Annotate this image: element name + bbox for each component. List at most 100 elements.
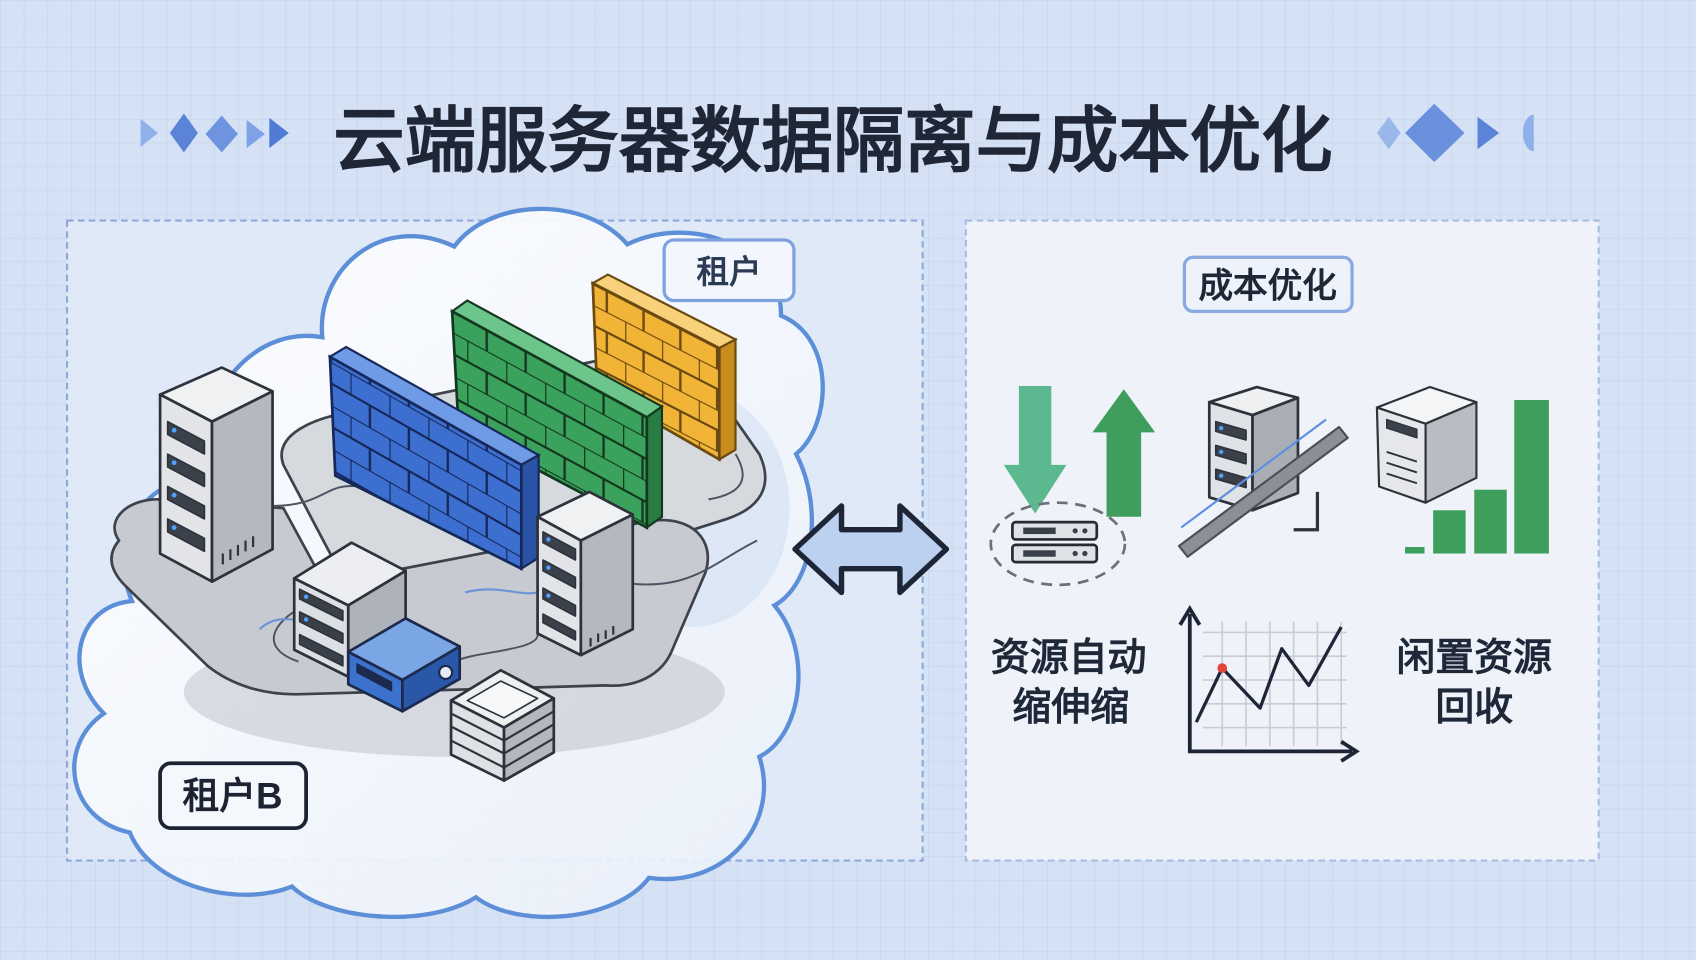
arrow-up-icon xyxy=(1092,389,1156,517)
drive-bay xyxy=(166,453,206,488)
drive-bay xyxy=(1214,444,1247,465)
server-tower-icon xyxy=(536,490,635,657)
diamond-icon xyxy=(1405,103,1465,163)
tenant-label-top: 租户 xyxy=(662,238,796,303)
reclaim-caption-line2: 回收 xyxy=(1435,686,1513,729)
status-led xyxy=(546,593,551,598)
bracket-icon xyxy=(1293,491,1320,532)
vent-slots xyxy=(221,536,255,565)
double-arrow-icon xyxy=(792,503,950,596)
wall-yellow-bricks xyxy=(592,283,720,460)
status-led xyxy=(1072,550,1078,557)
wall-green-end xyxy=(645,404,664,530)
drive-bay xyxy=(298,588,344,622)
tenant-label-bottom: 租户B xyxy=(158,761,308,831)
growth-bar xyxy=(1433,510,1466,554)
drive-bay xyxy=(1214,420,1247,441)
vent-slots xyxy=(589,625,615,647)
title-decoration-right xyxy=(1376,103,1534,163)
wall-blue-end xyxy=(520,453,540,571)
cable xyxy=(632,539,758,586)
chart-axis-arrow-y xyxy=(1178,604,1202,626)
growth-bar xyxy=(1514,400,1549,554)
wall-yellow-end xyxy=(718,337,737,462)
pen-icon xyxy=(1177,425,1349,558)
tenant-label-top-text: 租户 xyxy=(697,254,762,290)
line-chart-icon xyxy=(1178,604,1360,763)
scaling-boundary xyxy=(989,501,1127,587)
brick-wall-icon xyxy=(327,345,541,571)
diamond-icon xyxy=(1376,116,1401,150)
server-box-icon xyxy=(346,617,462,713)
status-led xyxy=(1219,425,1224,431)
diamond-icon xyxy=(205,115,238,153)
server-tower-icon xyxy=(1375,385,1478,504)
optimization-panel: 成本优化 xyxy=(964,219,1600,862)
status-led xyxy=(1072,528,1078,534)
growth-bar xyxy=(1474,489,1507,554)
drive-bay xyxy=(1214,468,1247,489)
auto-scaling-caption-line1: 资源自动 xyxy=(991,636,1147,679)
drive-bay xyxy=(166,518,206,553)
chart-highlight-point xyxy=(1217,663,1228,673)
drive-bay xyxy=(542,613,577,641)
wall-green-outline xyxy=(450,309,649,530)
triangle-icon xyxy=(1477,116,1500,150)
tenant-label-bottom-text: 租户B xyxy=(183,776,283,817)
wall-yellow-outline xyxy=(591,280,721,462)
drive-bay xyxy=(356,663,393,692)
status-led xyxy=(1082,528,1088,534)
auto-scaling-icon xyxy=(989,385,1156,587)
server-unit-slot xyxy=(1023,550,1056,557)
isolation-panel: 租户 租户B xyxy=(65,206,924,920)
cube-top-inset xyxy=(466,680,539,719)
drive-bay xyxy=(542,559,577,589)
semicircle-icon xyxy=(1522,114,1534,152)
status-led xyxy=(171,492,177,498)
cable xyxy=(453,633,539,663)
optimization-heading-box xyxy=(1182,255,1354,313)
status-led xyxy=(171,525,177,530)
triangle-icon xyxy=(140,118,158,148)
cable xyxy=(272,484,360,507)
cube-rack-lines xyxy=(450,710,555,769)
tower-side xyxy=(1424,401,1478,504)
drive-bay xyxy=(166,420,206,455)
status-led xyxy=(171,427,177,433)
optimization-heading: 成本优化 xyxy=(1182,255,1354,313)
status-led xyxy=(546,537,551,542)
server-unit-slot xyxy=(1023,527,1056,535)
chart-axes xyxy=(1187,614,1353,754)
drive-bay xyxy=(166,485,206,520)
status-led xyxy=(171,460,177,466)
auto-scaling-caption-line2: 缩伸缩 xyxy=(1012,686,1129,729)
cable xyxy=(708,453,744,501)
reclaim-caption-line1: 闲置资源 xyxy=(1396,636,1552,679)
growth-bar xyxy=(1405,547,1425,554)
server-cube-icon xyxy=(449,668,556,782)
chart-trend-line xyxy=(1194,626,1343,723)
connector-icon xyxy=(438,664,454,681)
wall-blue-bricks xyxy=(329,356,522,569)
brick-wall-icon xyxy=(590,273,738,462)
brick-wall-icon xyxy=(450,299,664,530)
tower-front xyxy=(1375,406,1427,504)
wall-green-bricks xyxy=(452,311,647,528)
cable xyxy=(464,588,538,595)
status-led xyxy=(1082,550,1088,557)
wall-blue-outline xyxy=(328,354,523,571)
tenant-label-top-box xyxy=(662,238,796,303)
triangle-icon xyxy=(269,117,289,149)
status-led xyxy=(1219,449,1224,455)
tower-side xyxy=(579,513,635,657)
trend-line xyxy=(1180,418,1327,529)
vent-lines xyxy=(1386,450,1418,485)
chart-axis-arrow-x xyxy=(1340,740,1360,763)
page-title: 云端服务器数据隔离与成本优化 xyxy=(333,101,1332,181)
status-led xyxy=(303,617,309,622)
arrow-down-icon xyxy=(1003,385,1067,514)
status-led xyxy=(546,565,551,570)
tower-side xyxy=(210,390,274,583)
status-led xyxy=(303,594,309,599)
